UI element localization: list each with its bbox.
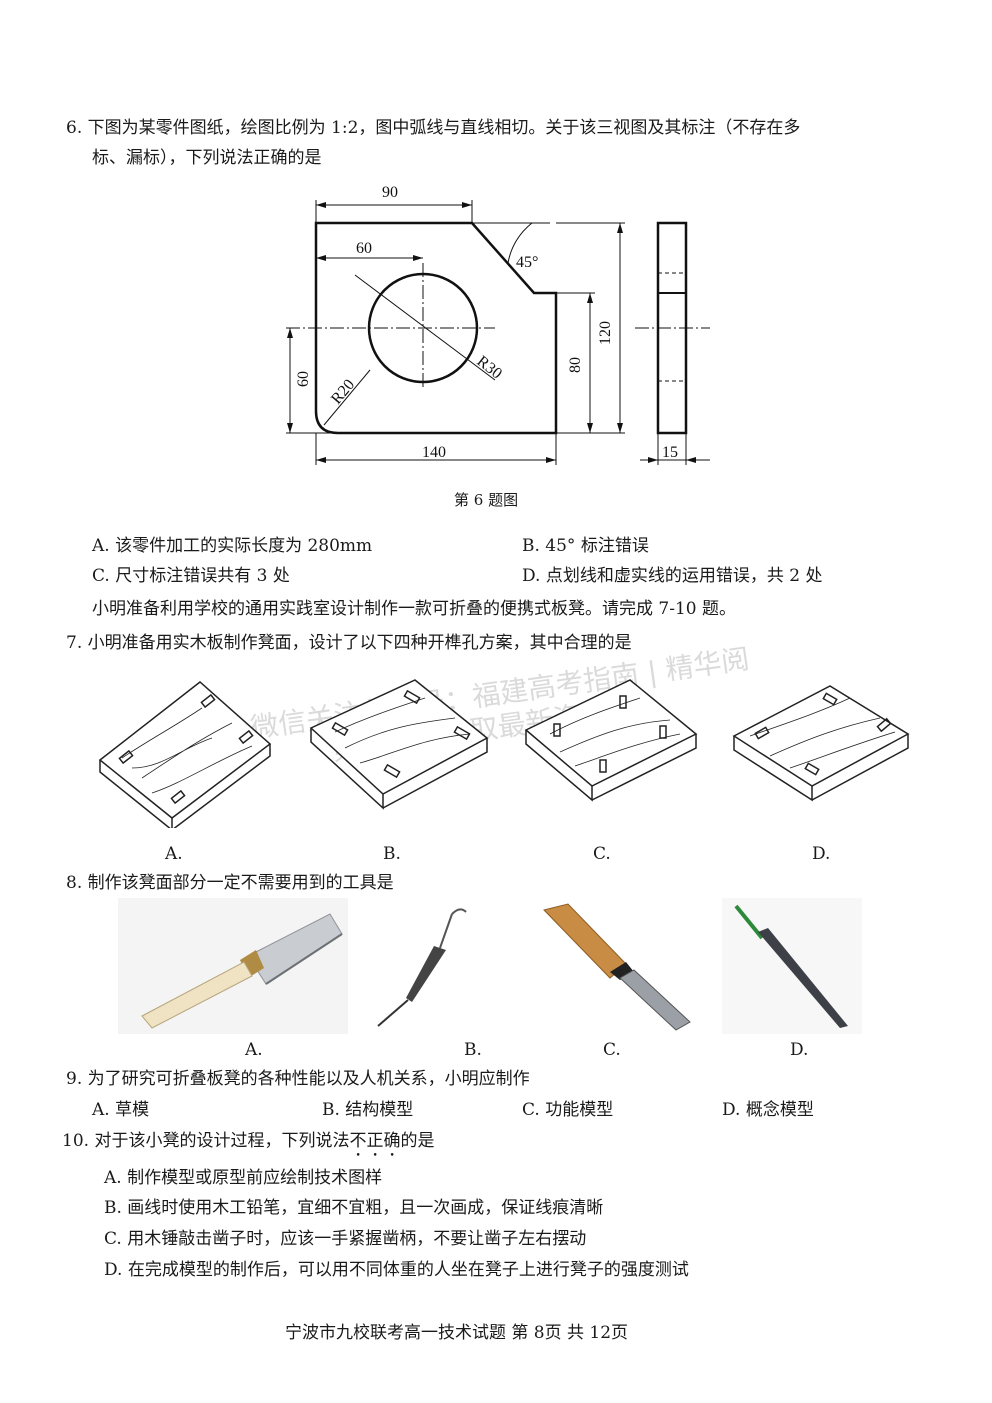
q9-stem: 9. 为了研究可折叠板凳的各种性能以及人机关系，小明应制作: [66, 1069, 530, 1089]
q7-board-b: [309, 679, 489, 810]
q9-option-a[interactable]: A. 草模: [92, 1100, 150, 1120]
dim-120: 120: [597, 321, 614, 345]
q10-option-d[interactable]: D. 在完成模型的制作后，可以用不同体重的人坐在凳子上进行凳子的强度测试: [104, 1260, 689, 1280]
carving-knife-icon: [722, 898, 862, 1034]
chisel-icon: [530, 900, 700, 1034]
q6-option-b[interactable]: B. 45° 标注错误: [522, 536, 649, 556]
q7-board-a: [98, 681, 272, 828]
dim-60-left: 60: [295, 371, 312, 387]
q10-stem-post: 的是: [400, 1131, 435, 1151]
q6-engineering-drawing: 90 60 45° 120 80 60 R20 R30 140 15: [286, 184, 710, 465]
dim-90: 90: [382, 184, 398, 201]
q7-option-a[interactable]: A.: [165, 844, 183, 864]
dim-r20: R20: [328, 376, 358, 407]
q8-option-d[interactable]: D.: [790, 1040, 809, 1060]
dim-15: 15: [662, 444, 678, 461]
q6-option-d[interactable]: D. 点划线和虚实线的运用错误，共 2 处: [522, 566, 823, 586]
saw-icon: [118, 898, 348, 1034]
q9-option-b[interactable]: B. 结构模型: [322, 1100, 414, 1120]
q10-option-a[interactable]: A. 制作模型或原型前应绘制技术图样: [104, 1168, 383, 1188]
dim-60-top: 60: [356, 240, 372, 257]
q7-option-c[interactable]: C.: [593, 844, 611, 864]
page-footer: 宁波市九校联考高一技术试题 第 8页 共 12页: [285, 1323, 629, 1343]
q10-stem-emphasis: 不正确: [349, 1131, 401, 1151]
q10-option-b[interactable]: B. 画线时使用木工铅笔，宜细不宜粗，且一次画成，保证线痕清晰: [104, 1198, 604, 1218]
q10-stem: 10. 对于该小凳的设计过程，下列说法不正确的是: [62, 1130, 434, 1161]
q7-option-b[interactable]: B.: [383, 844, 401, 864]
q7-board-c: [524, 679, 698, 802]
awl-icon: [370, 900, 490, 1030]
q6-stem-line2: 标、漏标），下列说法正确的是: [92, 148, 322, 168]
q6-option-c[interactable]: C. 尺寸标注错误共有 3 处: [92, 566, 290, 586]
q10-stem-pre: 10. 对于该小凳的设计过程，下列说法: [62, 1131, 350, 1151]
q8-stem: 8. 制作该凳面部分一定不需要用到的工具是: [66, 873, 394, 893]
q6-stem-line1: 6. 下图为某零件图纸，绘图比例为 1:2，图中弧线与直线相切。关于该三视图及其…: [66, 118, 801, 138]
q9-option-d[interactable]: D. 概念模型: [722, 1100, 814, 1120]
dim-80: 80: [567, 357, 584, 373]
dim-45: 45°: [516, 254, 538, 271]
dim-r30: R30: [474, 353, 505, 383]
q8-option-a[interactable]: A.: [245, 1040, 263, 1060]
dim-140: 140: [422, 444, 446, 461]
q8-option-c[interactable]: C.: [603, 1040, 621, 1060]
section-intro: 小明准备利用学校的通用实践室设计制作一款可折叠的便携式板凳。请完成 7-10 题…: [92, 599, 736, 619]
q6-option-a[interactable]: A. 该零件加工的实际长度为 280mm: [92, 536, 373, 556]
q7-option-d[interactable]: D.: [812, 844, 831, 864]
q7-board-d: [732, 685, 910, 802]
q7-stem: 7. 小明准备用实木板制作凳面，设计了以下四种开榫孔方案，其中合理的是: [66, 633, 632, 653]
q6-figure-caption: 第 6 题图: [454, 491, 519, 509]
q9-option-c[interactable]: C. 功能模型: [522, 1100, 614, 1120]
q10-option-c[interactable]: C. 用木锤敲击凿子时，应该一手紧握凿柄，不要让凿子左右摆动: [104, 1229, 587, 1249]
q8-option-b[interactable]: B.: [464, 1040, 482, 1060]
